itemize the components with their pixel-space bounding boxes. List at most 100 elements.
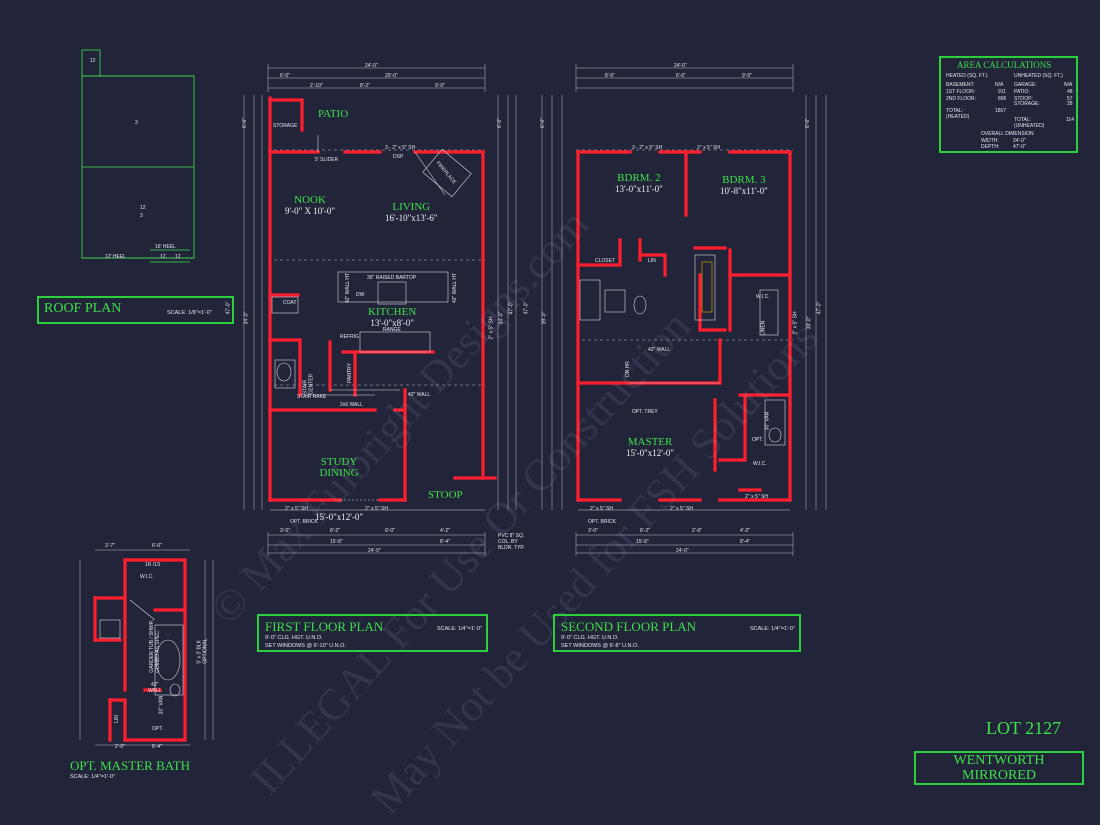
ff-stair-label: STAIR CENTER (302, 373, 315, 395)
mb-tub-label: GARDEN TUB / SHWR. COMBO AS SPEC. (148, 619, 161, 673)
sf-dim-bottom: 2'-9" (692, 528, 702, 534)
sf-room-master: MASTER 15'-0"x12'-0" (626, 436, 674, 458)
room-name: BDRM. 2 (617, 172, 661, 184)
sf-dim-bottom: 3'-0" (588, 528, 598, 534)
ff-bartop-label: 36" RAISED BARTOP (367, 275, 417, 281)
ff-dim-bottom: 15'-8" (330, 539, 343, 545)
dimension-lines (79, 64, 827, 746)
mb-dim-bottom: 6'-4" (152, 744, 162, 750)
room-name: LIVING (392, 201, 431, 213)
mb-opt-label: OPT. (152, 726, 164, 732)
sf-linen-label: LINEN (760, 320, 767, 336)
first-floor-note-2: SET WINDOWS @ 6'-10" U.N.O. (265, 643, 346, 649)
heated-row-label: BASEMENT: (946, 82, 975, 88)
mb-dim-top: 6'-0" (152, 543, 162, 549)
sf-room-bdrm-3: BDRM. 3 10'-8"x11'-0" (720, 174, 768, 196)
room-name: MASTER (627, 436, 673, 448)
room-name: BDRM. 3 (722, 174, 766, 186)
ff-room-stoop: STOOP (428, 489, 463, 502)
sf-lin-label: LIN (648, 258, 656, 264)
first-floor-title: FIRST FLOOR PLAN (265, 619, 384, 634)
ff-window-label: 2'' x 5'' SH (365, 506, 388, 512)
master-bath-title: OPT. MASTER BATH (70, 758, 191, 773)
ff-dim-top: 2'-10" (310, 83, 323, 89)
unheated-row-label: GARAGE: (1014, 82, 1037, 88)
mb-wic-label: W.I.C. (140, 574, 154, 580)
sf-window-label: 2'' x 5'' SH (697, 145, 720, 151)
master-bath-walls (93, 558, 187, 742)
first-floor-note-1: 9'-0" CLG. HGT. U.N.O. (265, 635, 323, 641)
ff-dw-label: DW (356, 292, 365, 298)
unheated-row-value: N/A (1064, 82, 1073, 88)
ff-dim-bottom: 9'-0" (385, 528, 395, 534)
unheated-row-value: 28 (1067, 101, 1073, 107)
ff-dim-left: 47'-0" (225, 301, 232, 315)
depth-value: 47'-0" (1013, 144, 1026, 150)
ff-window-label: 3 - 2'' x 5'' SH (385, 145, 416, 151)
area-calc-title: AREA CALCULATIONS (957, 60, 1052, 70)
ff-room-living: LIVING 16'-10"x13'-6" (385, 201, 438, 223)
sf-dim-right: 6'-0" (804, 118, 811, 128)
room-name: PATIO (318, 108, 349, 120)
sf-opt-label: OPT. (752, 437, 764, 443)
ff-dim-bottom: 8'-2" (330, 528, 340, 534)
ff-brick-label: OPT. BRICK (290, 519, 318, 525)
roof-label: 12 (160, 254, 166, 260)
heated-row-label: 2ND FLOOR: (946, 96, 977, 102)
room-dims: 16'-10"x13'-6" (385, 212, 438, 223)
ff-dim-right: 6'-0" (496, 118, 503, 128)
ff-window-label: 2'' x 5'' SH (488, 316, 495, 340)
room-name: STUDY DINING (319, 455, 359, 480)
sf-dim-bottom: 8'-2" (640, 528, 650, 534)
sf-dim-bottom: 4'-2" (740, 528, 750, 534)
ff-dim-top: 24'-0" (365, 63, 378, 69)
sf-closet-label: CLOSET (595, 258, 616, 264)
ff-room-nook: NOOK 9'-0" X 10'-0" (285, 194, 335, 216)
width-label: WIDTH: (981, 138, 999, 144)
roof-label: 12 (140, 205, 146, 211)
sf-dim-bottom: 15'-8" (636, 539, 649, 545)
mb-rs-label: 1R /1S (145, 562, 161, 568)
sf-dim-bottom: 8'-4" (740, 539, 750, 545)
total-heated-label: TOTAL: (946, 108, 964, 114)
ff-storage-label: STORAGE (273, 123, 298, 129)
sf-dim-left: 39'-0" (541, 311, 548, 325)
roof-label: 12 (90, 58, 96, 64)
room-dims: 15'-0"x12'-0" (315, 512, 364, 523)
ff-dim-right: 47'-0" (508, 301, 515, 315)
ff-dim-bottom: 3'-0" (280, 528, 290, 534)
first-floor-walls (268, 96, 497, 502)
roof-plan-title: ROOF PLAN (44, 301, 122, 316)
room-dims: 13'-0"x8'-0" (370, 317, 414, 328)
sf-dim-top: 24'-0" (674, 63, 687, 69)
ff-column-note: PVC 8" SQ. COL. BY BLDR. TYP. (498, 533, 525, 551)
ff-42-wall-label: 42" WALL (408, 392, 431, 398)
sf-42-wall-label: 42" WALL (648, 347, 671, 353)
unheated-row-value: 48 (1067, 89, 1073, 95)
sf-window-label: 3 - 2'' x 5'' SH (632, 145, 663, 151)
master-bath-scale: SCALE: 1/4"=1'-0" (70, 774, 115, 780)
roof-plan-title-box: ROOF PLAN SCALE: 1/8"=1'-0" (37, 296, 234, 324)
ff-room-study-dining: STUDY DINING 15'-0"x12'-0" (315, 423, 363, 540)
room-dims: 10'-8"x11'-0" (720, 185, 768, 196)
ff-dim-left: 34'-0" (243, 311, 250, 325)
room-name: KITCHEN (368, 306, 417, 318)
mb-dim-top: 3'-7" (105, 543, 115, 549)
second-floor-details (578, 254, 790, 511)
second-floor-scale: SCALE: 1/4"=1'-0" (750, 626, 795, 632)
sf-dim-left: 47'-0" (523, 301, 530, 315)
roof-plan-scale: SCALE: 1/8"=1'-0" (167, 310, 212, 316)
sf-window-label: 2'' x 5'' SH (745, 494, 768, 500)
sf-brick-label: OPT. BRICK (588, 519, 616, 525)
total-unheated-label: TOTAL: (1014, 117, 1032, 123)
sf-window-label: 2'' x 5'' SH (792, 311, 799, 335)
sf-dim-top: 8'-6" (605, 73, 615, 79)
total-heated-sub: (HEATED) (946, 114, 970, 120)
sf-dim-top: 9'-0" (742, 73, 752, 79)
ff-stair-rake-label: STAIR RAKE (297, 394, 327, 400)
ff-room-kitchen: KITCHEN 13'-0"x8'-0" (368, 306, 417, 328)
mb-lin-label: LIN (113, 715, 120, 723)
second-floor-title: SECOND FLOOR PLAN (561, 619, 697, 634)
ff-slider-label: 5' SLIDER (315, 157, 339, 163)
